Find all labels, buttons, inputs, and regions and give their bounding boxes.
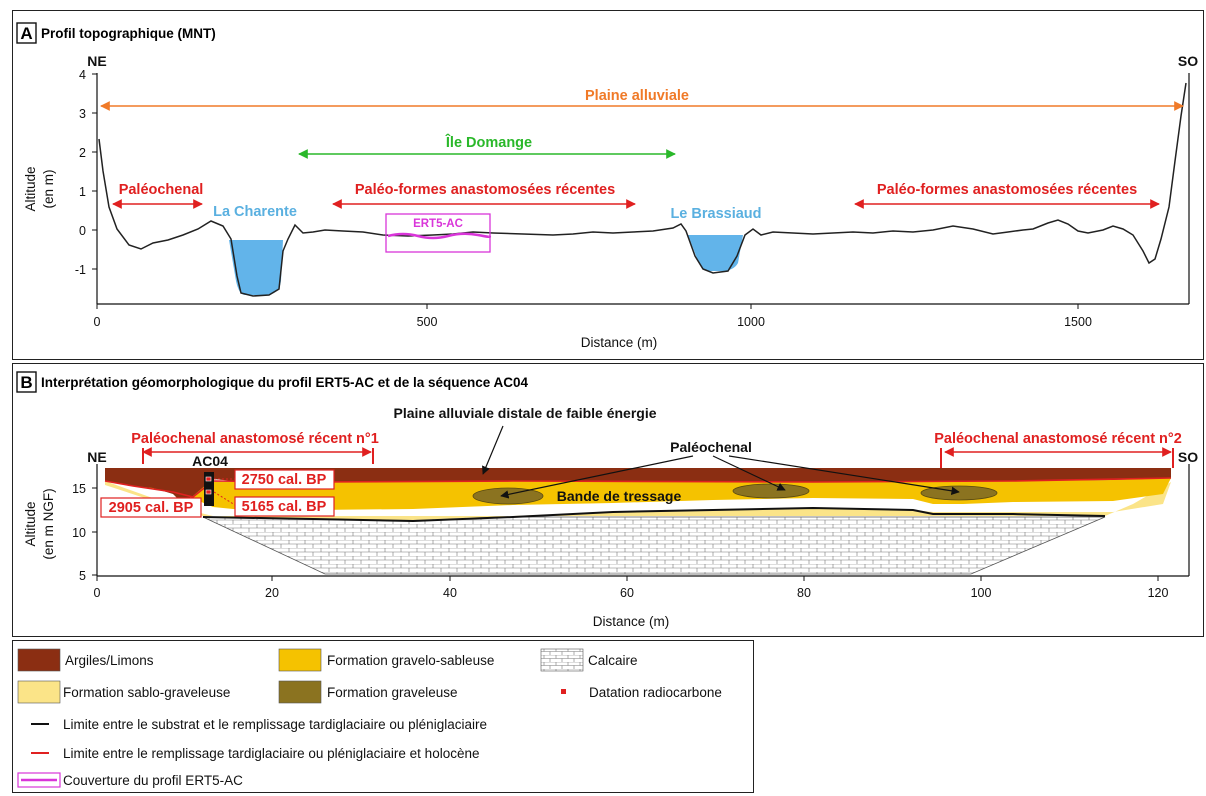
panel-a-y-axis-title-2: (en m) [41, 169, 56, 208]
paleochenal-label: Paléochenal [119, 182, 204, 198]
paleochenal-arrow-1 [500, 455, 694, 499]
argiles-limons-layer [105, 468, 1171, 502]
panel-a-y-tick: 1 [79, 185, 86, 199]
legend-calcaire: Calcaire [588, 653, 638, 668]
ert5-ac-coverage-line [387, 232, 492, 240]
paleochenal-label-b: Paléochenal [670, 439, 752, 455]
panel-a-svg: A Profil topographique (MNT) 4 3 2 1 0 -… [16, 22, 1198, 350]
panel-a-ne-label: NE [87, 53, 106, 69]
ile-domange-label: Île Domange [445, 133, 532, 151]
plaine-distale-label: Plaine alluviale distale de faible énerg… [394, 405, 657, 421]
panel-a-y-tick: 3 [79, 107, 86, 121]
panel-a-x-tick: 1000 [737, 315, 765, 329]
legend-swatch-argiles [17, 648, 61, 672]
paleochenal-lens-1 [472, 487, 544, 505]
panel-b-letter-box [16, 371, 37, 393]
panel-b-svg: B Interprétation géomorphologique du pro… [16, 371, 1198, 629]
panel-a-y-ticks: 4 3 2 1 0 -1 [75, 68, 97, 277]
panel-a-x-tick: 1500 [1064, 315, 1092, 329]
panel-b-title: Interprétation géomorphologique du profi… [41, 375, 529, 390]
legend-limite-holocene: Limite entre le remplissage tardiglaciai… [63, 746, 479, 761]
legend-swatch-graveleuse [278, 680, 322, 704]
date-5165-label: 5165 cal. BP [242, 499, 327, 515]
panel-b-y-tick: 10 [72, 526, 86, 540]
panel-a-y-tick: 4 [79, 68, 86, 82]
panel-b-y-axis-title-2: (en m NGF) [41, 488, 56, 559]
bande-tressage-label: Bande de tressage [557, 488, 682, 504]
panel-a-y-tick: 2 [79, 146, 86, 160]
legend-datation: Datation radiocarbone [589, 685, 722, 700]
panel-b-geomorphologic-interpretation: B Interprétation géomorphologique du pro… [12, 363, 1204, 637]
panel-b-letter: B [20, 373, 32, 392]
panel-a-y-tick: -1 [75, 263, 86, 277]
legend-sablo-graveleuse: Formation sablo-graveleuse [63, 685, 230, 700]
paleo-formes-1-label: Paléo-formes anastomosées récentes [355, 182, 615, 198]
ac04-label: AC04 [192, 453, 228, 469]
date-2750-label: 2750 cal. BP [242, 472, 327, 488]
panel-b-x-tick: 60 [620, 586, 634, 600]
legend-limite-substrat: Limite entre le substrat et le remplissa… [63, 717, 487, 732]
panel-b-y-axis-title-1: Altitude [23, 501, 38, 546]
legend-swatch-sablo-graveleuse [17, 680, 61, 704]
topographic-profile-line [98, 82, 1187, 297]
panel-a-title: Profil topographique (MNT) [41, 26, 216, 41]
legend-swatch-datation [561, 689, 566, 694]
paleo-formes-2-label: Paléo-formes anastomosées récentes [877, 182, 1137, 198]
panel-a-x-tick: 0 [94, 315, 101, 329]
panel-b-y-tick: 5 [79, 569, 86, 583]
date-2905-label: 2905 cal. BP [109, 500, 194, 516]
la-charente-label: La Charente [213, 204, 297, 220]
ert5-ac-box [385, 213, 491, 253]
paleochenal-1-label: Paléochenal anastomosé récent n°1 [131, 431, 379, 447]
panel-b-ne-label: NE [87, 449, 106, 465]
legend-svg: Argiles/Limons Formation gravelo-sableus… [17, 648, 722, 788]
le-brassiaud-water [688, 235, 743, 272]
paleochenal-lens-2 [732, 483, 810, 499]
legend-swatch-gravelo-sableuse [278, 648, 322, 672]
panel-a-y-tick: 0 [79, 224, 86, 238]
legend-gravelo-sableuse: Formation gravelo-sableuse [327, 653, 494, 668]
la-charente-water [229, 240, 283, 296]
panel-b-x-tick: 0 [94, 586, 101, 600]
plaine-distale-arrow [482, 425, 504, 475]
panel-b-x-tick: 120 [1148, 586, 1169, 600]
calcaire-layer [202, 516, 1106, 575]
le-brassiaud-label: Le Brassiaud [670, 206, 761, 222]
legend-argiles: Argiles/Limons [65, 653, 154, 668]
radiocarbon-date-marker [205, 489, 212, 495]
panel-b-y-ticks: 15 10 5 [72, 482, 97, 583]
panel-b-x-tick: 80 [797, 586, 811, 600]
date-5165-box [234, 496, 335, 517]
panel-b-x-axis-title: Distance (m) [593, 614, 670, 629]
panel-a-x-ticks: 0 500 1000 1500 [94, 304, 1092, 329]
panel-a-y-axis-title-1: Altitude [23, 166, 38, 211]
panel-a-x-tick: 500 [417, 315, 438, 329]
panel-b-x-ticks: 0 20 40 60 80 100 120 [94, 576, 1169, 600]
legend: Argiles/Limons Formation gravelo-sableus… [12, 640, 754, 793]
panel-a-so-label: SO [1178, 53, 1198, 69]
panel-b-y-tick: 15 [72, 482, 86, 496]
panel-a-letter: A [20, 24, 32, 43]
panel-b-x-tick: 20 [265, 586, 279, 600]
paleochenal-2-label: Paléochenal anastomosé récent n°2 [934, 431, 1182, 447]
panel-a-topographic-profile: A Profil topographique (MNT) 4 3 2 1 0 -… [12, 10, 1204, 360]
paleochenal-arrow-2 [712, 455, 786, 491]
ert5-ac-label: ERT5-AC [413, 218, 463, 230]
panel-b-x-tick: 40 [443, 586, 457, 600]
paleochenal-arrow-3 [728, 455, 960, 495]
gravelo-sableuse-layer [105, 478, 1171, 510]
panel-b-so-label: SO [1178, 449, 1198, 465]
plaine-alluviale-label: Plaine alluviale [585, 88, 689, 104]
radiocarbon-date-marker [205, 476, 212, 482]
date-2905-box [100, 497, 202, 518]
panel-b-x-tick: 100 [971, 586, 992, 600]
substrat-limit-line [202, 506, 1106, 523]
panel-a-x-axis-title: Distance (m) [581, 335, 658, 350]
legend-couverture: Couverture du profil ERT5-AC [63, 773, 243, 788]
ac04-core [204, 472, 214, 506]
legend-swatch-calcaire [540, 648, 584, 672]
legend-graveleuse: Formation graveleuse [327, 685, 458, 700]
panel-a-letter-box [16, 22, 37, 44]
